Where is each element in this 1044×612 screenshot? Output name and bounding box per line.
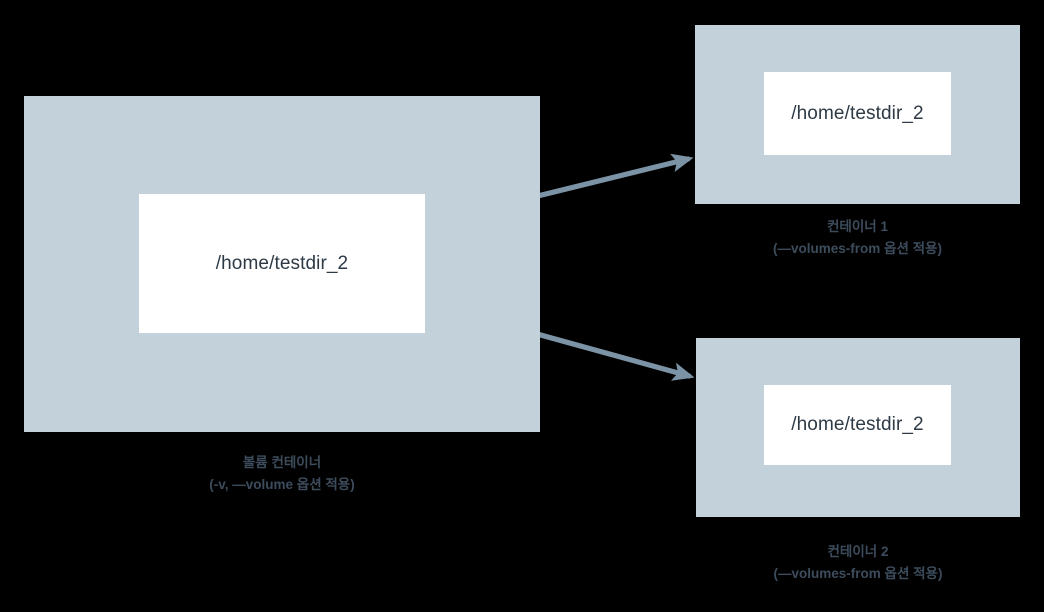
volume-container-mount-box[interactable]: /home/testdir_2 (139, 194, 425, 333)
volume-container-caption-line2: (-v, —volume 옵션 적용) (209, 476, 355, 492)
container-1-caption-line2: (—volumes-from 옵션 적용) (773, 240, 942, 256)
container-2-mount-path: /home/testdir_2 (791, 414, 924, 435)
volume-container-caption: 볼륨 컨테이너 (-v, —volume 옵션 적용) (24, 452, 540, 496)
container-1-caption: 컨테이너 1 (—volumes-from 옵션 적용) (695, 216, 1020, 260)
container-2-caption-line2: (—volumes-from 옵션 적용) (773, 565, 943, 581)
container-2-caption: 컨테이너 2 (—volumes-from 옵션 적용) (696, 541, 1020, 585)
container-1-mount-path: /home/testdir_2 (791, 102, 924, 124)
volume-container-caption-line1: 볼륨 컨테이너 (242, 455, 322, 470)
container-2-caption-line1: 컨테이너 2 (827, 544, 889, 559)
volume-container-mount-path: /home/testdir_2 (215, 252, 349, 274)
container-2-mount-box[interactable]: /home/testdir_2 (764, 385, 951, 465)
container-1-caption-line1: 컨테이너 1 (827, 219, 888, 234)
container-1-mount-box[interactable]: /home/testdir_2 (764, 72, 951, 155)
